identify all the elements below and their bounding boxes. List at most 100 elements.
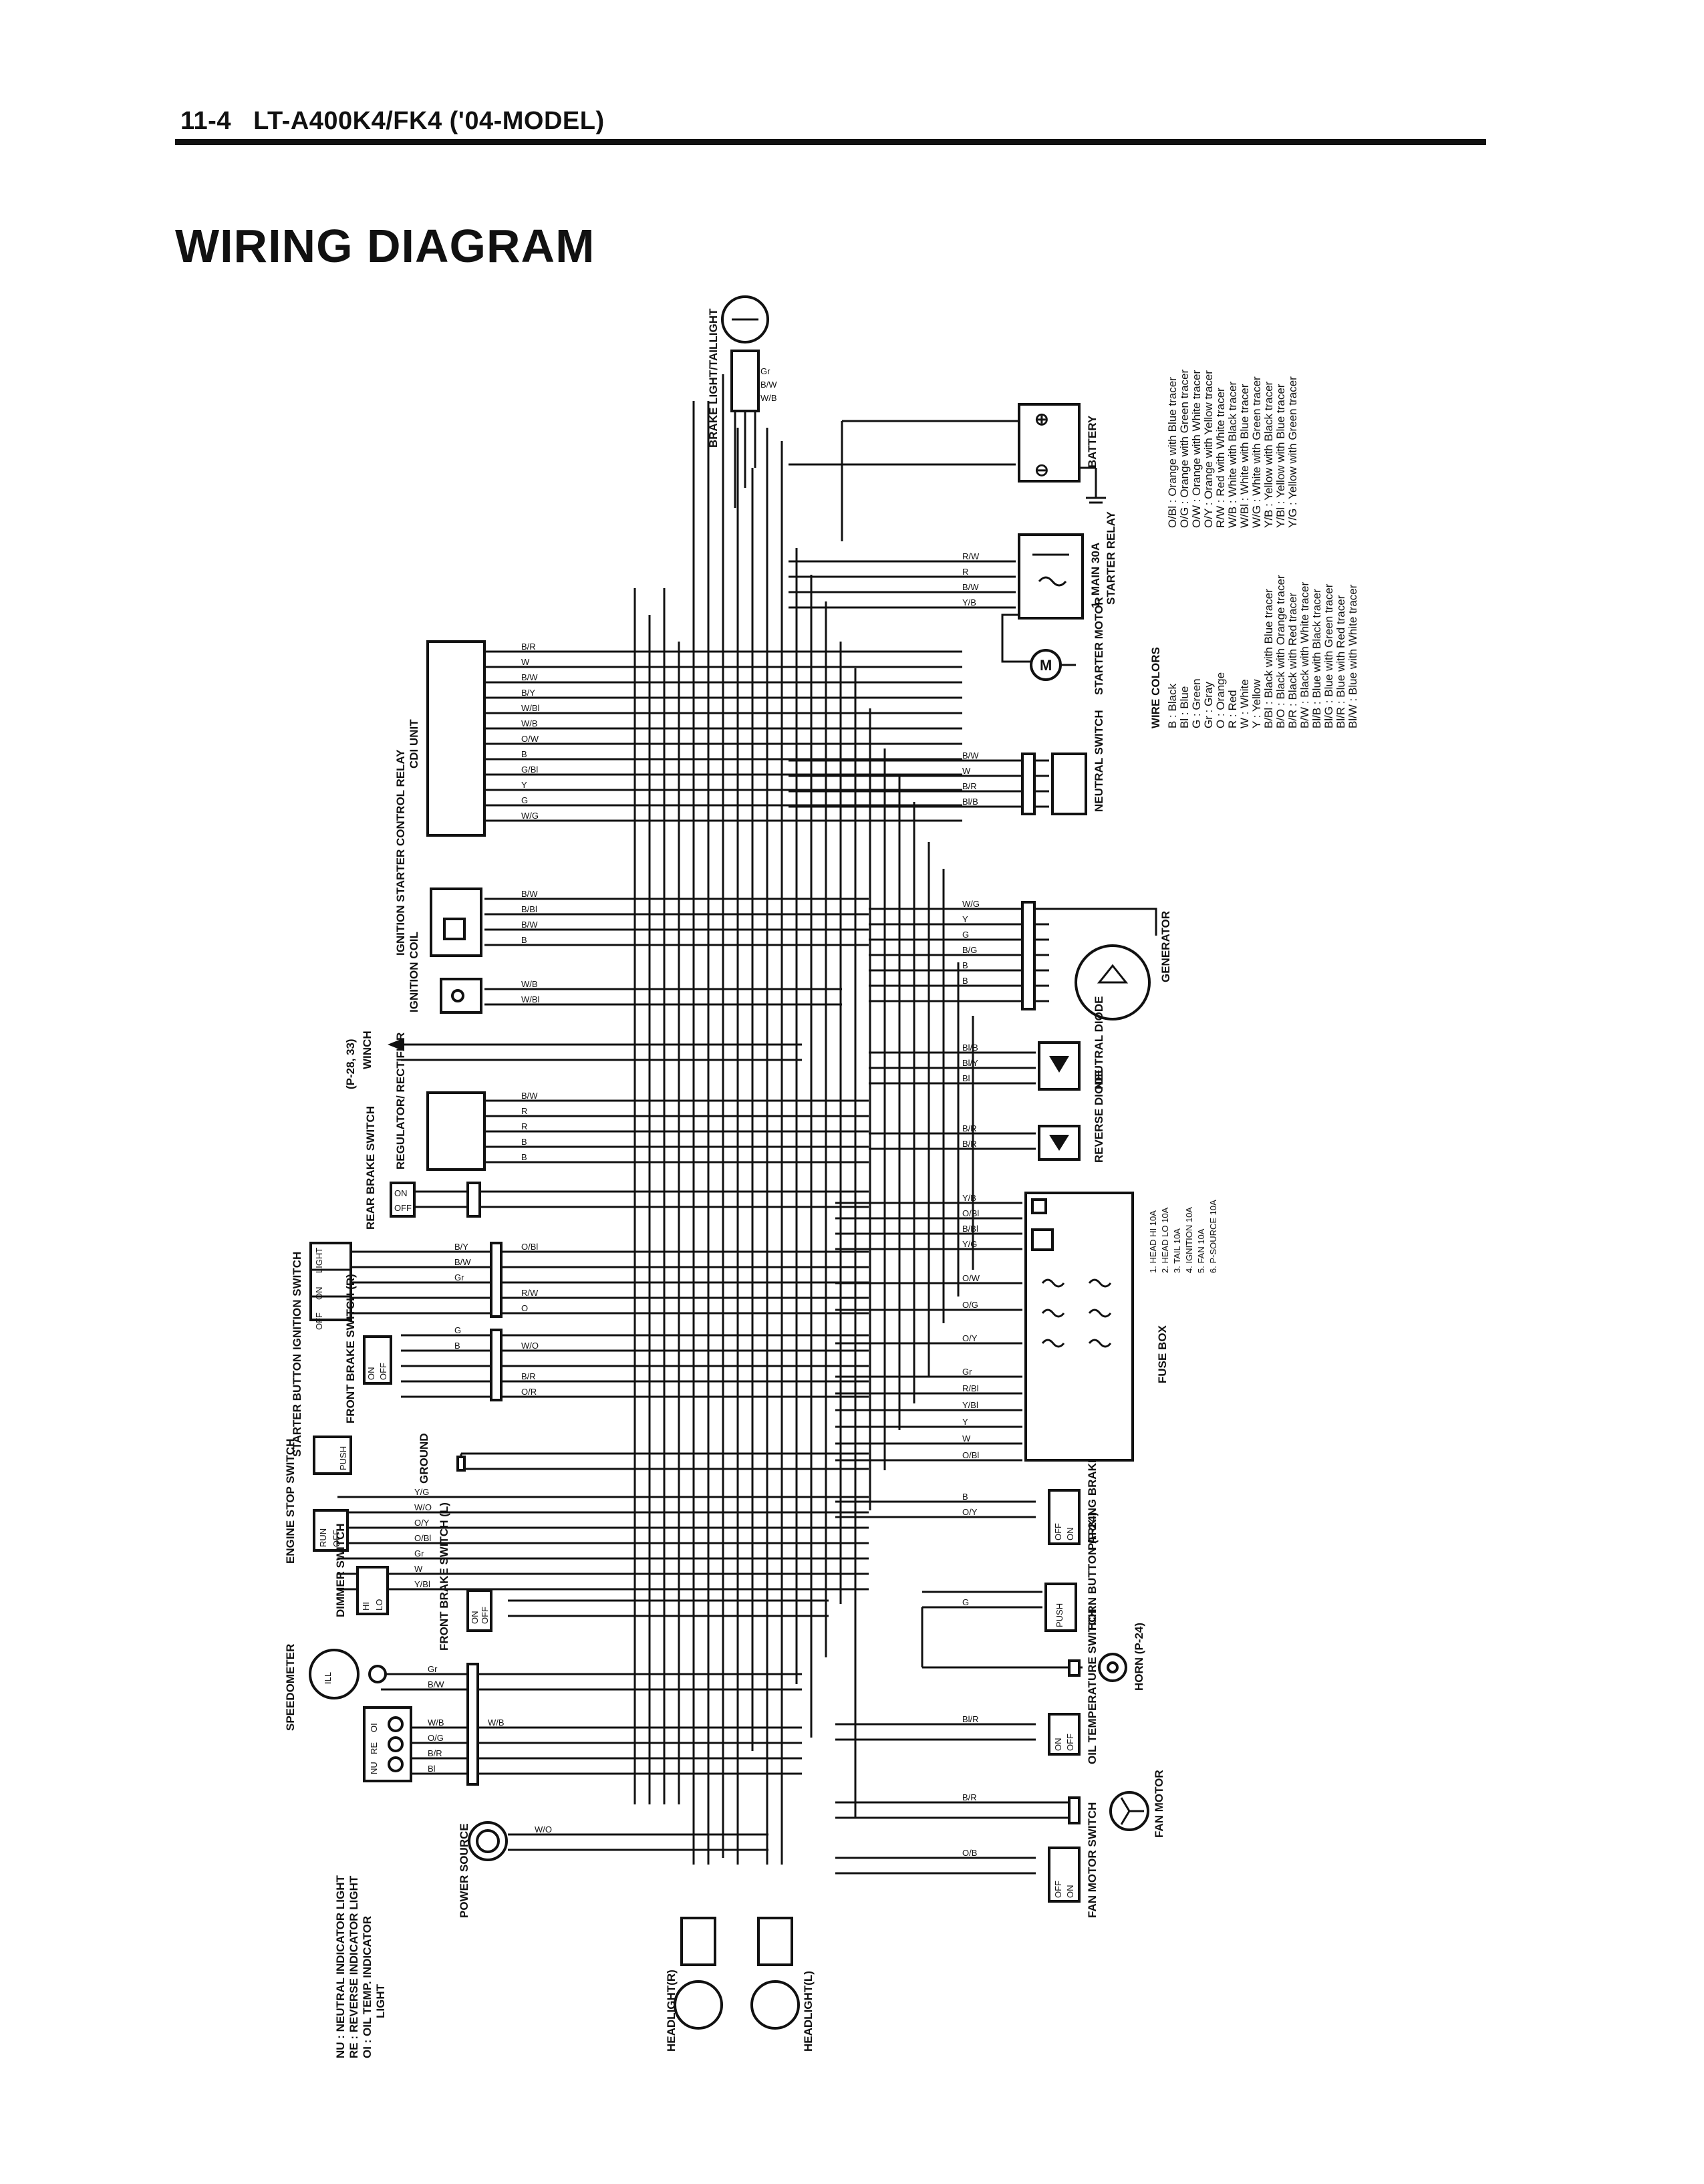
reverse-diode-label: REVERSE DIODE bbox=[1093, 1069, 1105, 1163]
svg-text:OFF: OFF bbox=[394, 1203, 412, 1213]
svg-text:B/W: B/W bbox=[428, 1679, 444, 1689]
fuse-box: FUSE BOX 1. HEAD HI 10A 2. HEAD LO 10A 3… bbox=[1024, 1192, 1218, 1462]
svg-text:O/G : Orange with Green tracer: O/G : Orange with Green tracer bbox=[1178, 370, 1191, 528]
svg-text:O/W : Orange with White tracer: O/W : Orange with White tracer bbox=[1190, 370, 1203, 528]
svg-text:B: B bbox=[962, 1492, 968, 1502]
svg-text:W/Bl: W/Bl bbox=[521, 703, 540, 713]
svg-text:B/R: B/R bbox=[962, 1792, 977, 1802]
svg-text:NU : NEUTRAL INDICATOR LIGHT: NU : NEUTRAL INDICATOR LIGHT bbox=[334, 1875, 347, 2058]
ground: GROUND bbox=[418, 1433, 466, 1484]
svg-text:O/Bl : Orange with Blue tracer: O/Bl : Orange with Blue tracer bbox=[1166, 377, 1179, 528]
svg-text:Y/B: Y/B bbox=[962, 1193, 976, 1203]
svg-text:O/Bl: O/Bl bbox=[962, 1208, 979, 1218]
svg-text:R: R bbox=[521, 1121, 527, 1131]
front-brake-switch-l: ON OFF FRONT BRAKE SWITCH (L) bbox=[438, 1502, 492, 1651]
svg-text:W/O: W/O bbox=[521, 1341, 539, 1351]
svg-text:W/B : White with Black tracer: W/B : White with Black tracer bbox=[1226, 382, 1239, 528]
brake-wire-gr: Gr bbox=[760, 366, 770, 376]
svg-text:B/W: B/W bbox=[962, 750, 979, 761]
svg-text:Y/Bl: Y/Bl bbox=[414, 1579, 430, 1589]
svg-text:B : Black: B : Black bbox=[1166, 683, 1179, 728]
svg-text:O/Bl: O/Bl bbox=[962, 1450, 979, 1460]
starter-button-label: STARTER BUTTON bbox=[291, 1354, 303, 1457]
reverse-diode: REVERSE DIODE bbox=[1038, 1069, 1105, 1163]
svg-text:W/Bl : White with Blue tracer: W/Bl : White with Blue tracer bbox=[1238, 384, 1251, 528]
winch-label: WINCH bbox=[361, 1031, 374, 1069]
svg-text:O/Y: O/Y bbox=[414, 1518, 430, 1528]
fuse-5: 5. FAN 10A bbox=[1196, 1228, 1206, 1273]
svg-text:Gr: Gr bbox=[454, 1272, 464, 1282]
fuse-2: 2. HEAD LO 10A bbox=[1160, 1207, 1170, 1273]
svg-text:Bl/W : Blue with White tracer: Bl/W : Blue with White tracer bbox=[1346, 584, 1359, 728]
power-source-label: POWER SOURCE bbox=[458, 1823, 470, 1918]
svg-text:LO: LO bbox=[374, 1599, 384, 1611]
regulator-wire-codes: B/W R R B B bbox=[521, 1091, 538, 1162]
svg-text:B/W: B/W bbox=[454, 1257, 471, 1267]
svg-text:W/B: W/B bbox=[521, 979, 538, 989]
ign-switch-wire-codes: B/Y B/W Gr O/Bl R/W O G B W/O B/R O/R bbox=[454, 1242, 539, 1397]
svg-text:W: W bbox=[414, 1564, 423, 1574]
starter-relay-label: STARTER RELAY bbox=[1105, 511, 1117, 605]
svg-text:W/O: W/O bbox=[535, 1824, 552, 1834]
svg-text:OFF: OFF bbox=[1065, 1734, 1075, 1751]
svg-text:LIGHT: LIGHT bbox=[314, 1248, 324, 1273]
cdi-label: CDI UNIT bbox=[408, 719, 420, 769]
svg-text:Bl : Blue: Bl : Blue bbox=[1178, 686, 1191, 728]
neutral-diode: NEUTRAL DIODE bbox=[1038, 996, 1105, 1091]
svg-text:OFF: OFF bbox=[1053, 1881, 1063, 1898]
svg-text:B/R: B/R bbox=[428, 1748, 442, 1758]
front-brake-switch-r: ON OFF FRONT BRAKE SWITCH (R) bbox=[344, 1274, 503, 1423]
bottom-wire-codes: W/B O/G B/R Bl W/B W/O O/B B/R Gr B/W B … bbox=[428, 1492, 979, 1858]
ground-label: GROUND bbox=[418, 1433, 430, 1484]
rear-brake-switch: ON OFF REAR BRAKE SWITCH bbox=[364, 1106, 481, 1230]
neutral-switch: NEUTRAL SWITCH bbox=[1021, 710, 1105, 815]
svg-text:G: G bbox=[521, 795, 528, 805]
svg-text:B/Bl : Black with Blue tracer: B/Bl : Black with Blue tracer bbox=[1262, 589, 1275, 728]
regulator-label: REGULATOR/ RECTIFIER bbox=[394, 1033, 407, 1170]
svg-text:B/W: B/W bbox=[521, 672, 538, 682]
svg-text:Bl: Bl bbox=[428, 1764, 436, 1774]
svg-text:W: W bbox=[962, 766, 971, 776]
engine-stop-switch: RUN OFF ENGINE STOP SWITCH bbox=[284, 1439, 349, 1564]
svg-text:W/G : White with Green tracer: W/G : White with Green tracer bbox=[1250, 376, 1263, 528]
svg-text:W/G: W/G bbox=[521, 811, 539, 821]
svg-text:Bl/B : Blue with Black tracer: Bl/B : Blue with Black tracer bbox=[1310, 589, 1323, 728]
cdi-wire-codes: B/R W B/W B/Y W/Bl W/B O/W B G/Bl Y G W/… bbox=[521, 642, 540, 821]
svg-text:OFF: OFF bbox=[378, 1363, 388, 1380]
svg-text:Bl/Y: Bl/Y bbox=[962, 1058, 978, 1068]
svg-text:W/G: W/G bbox=[962, 899, 980, 909]
ign-coil-label: IGNITION COIL bbox=[408, 932, 420, 1012]
svg-text:Bl/B: Bl/B bbox=[962, 1043, 978, 1053]
brake-light: BRAKE LIGHT/TAILLIGHT Gr B/W W/B bbox=[707, 295, 777, 508]
svg-text:O : Orange: O : Orange bbox=[1214, 672, 1227, 728]
svg-text:W/O: W/O bbox=[414, 1502, 432, 1512]
oil-temp-label: OIL TEMPERATURE SWITCH bbox=[1086, 1609, 1099, 1764]
svg-text:B/W: B/W bbox=[962, 582, 979, 592]
relay-wire-codes: R/W R B/W Y/B bbox=[962, 551, 980, 607]
svg-text:O/Y: O/Y bbox=[962, 1333, 978, 1343]
svg-text:Bl/R : Blue with Red tracer: Bl/R : Blue with Red tracer bbox=[1334, 595, 1347, 728]
horn-button-label: HORN BUTTON (P-24) bbox=[1086, 1512, 1099, 1631]
main-fuse-label: 1. MAIN 30A bbox=[1089, 543, 1102, 608]
svg-text:B: B bbox=[962, 960, 968, 970]
svg-text:O: O bbox=[521, 1303, 528, 1313]
svg-text:Bl/G : Blue with Green tracer: Bl/G : Blue with Green tracer bbox=[1322, 583, 1335, 728]
svg-text:PUSH: PUSH bbox=[338, 1446, 348, 1470]
svg-text:B: B bbox=[454, 1341, 460, 1351]
speedometer-label: SPEEDOMETER bbox=[284, 1644, 297, 1731]
motor-m-icon: M bbox=[1040, 657, 1052, 674]
svg-text:R/W: R/W bbox=[962, 551, 980, 561]
ignition-switch-label: IGNITION SWITCH bbox=[291, 1252, 303, 1350]
fuse-box-label: FUSE BOX bbox=[1156, 1325, 1169, 1383]
neutral-wire-codes: B/W W B/R Bl/B bbox=[962, 750, 979, 807]
svg-text:Y/G: Y/G bbox=[414, 1487, 429, 1497]
dimmer-switch: HI LO DIMMER SWITCH bbox=[334, 1523, 389, 1617]
svg-text:R/W: R/W bbox=[521, 1288, 539, 1298]
svg-text:B/R: B/R bbox=[521, 1371, 536, 1381]
front-brake-r-label: FRONT BRAKE SWITCH (R) bbox=[344, 1274, 357, 1423]
svg-text:B: B bbox=[521, 1137, 527, 1147]
svg-text:LIGHT: LIGHT bbox=[374, 1984, 387, 2018]
svg-text:OI : OIL TEMP. INDICATOR: OI : OIL TEMP. INDICATOR bbox=[361, 1916, 374, 2058]
svg-text:Bl/R: Bl/R bbox=[962, 1714, 979, 1724]
